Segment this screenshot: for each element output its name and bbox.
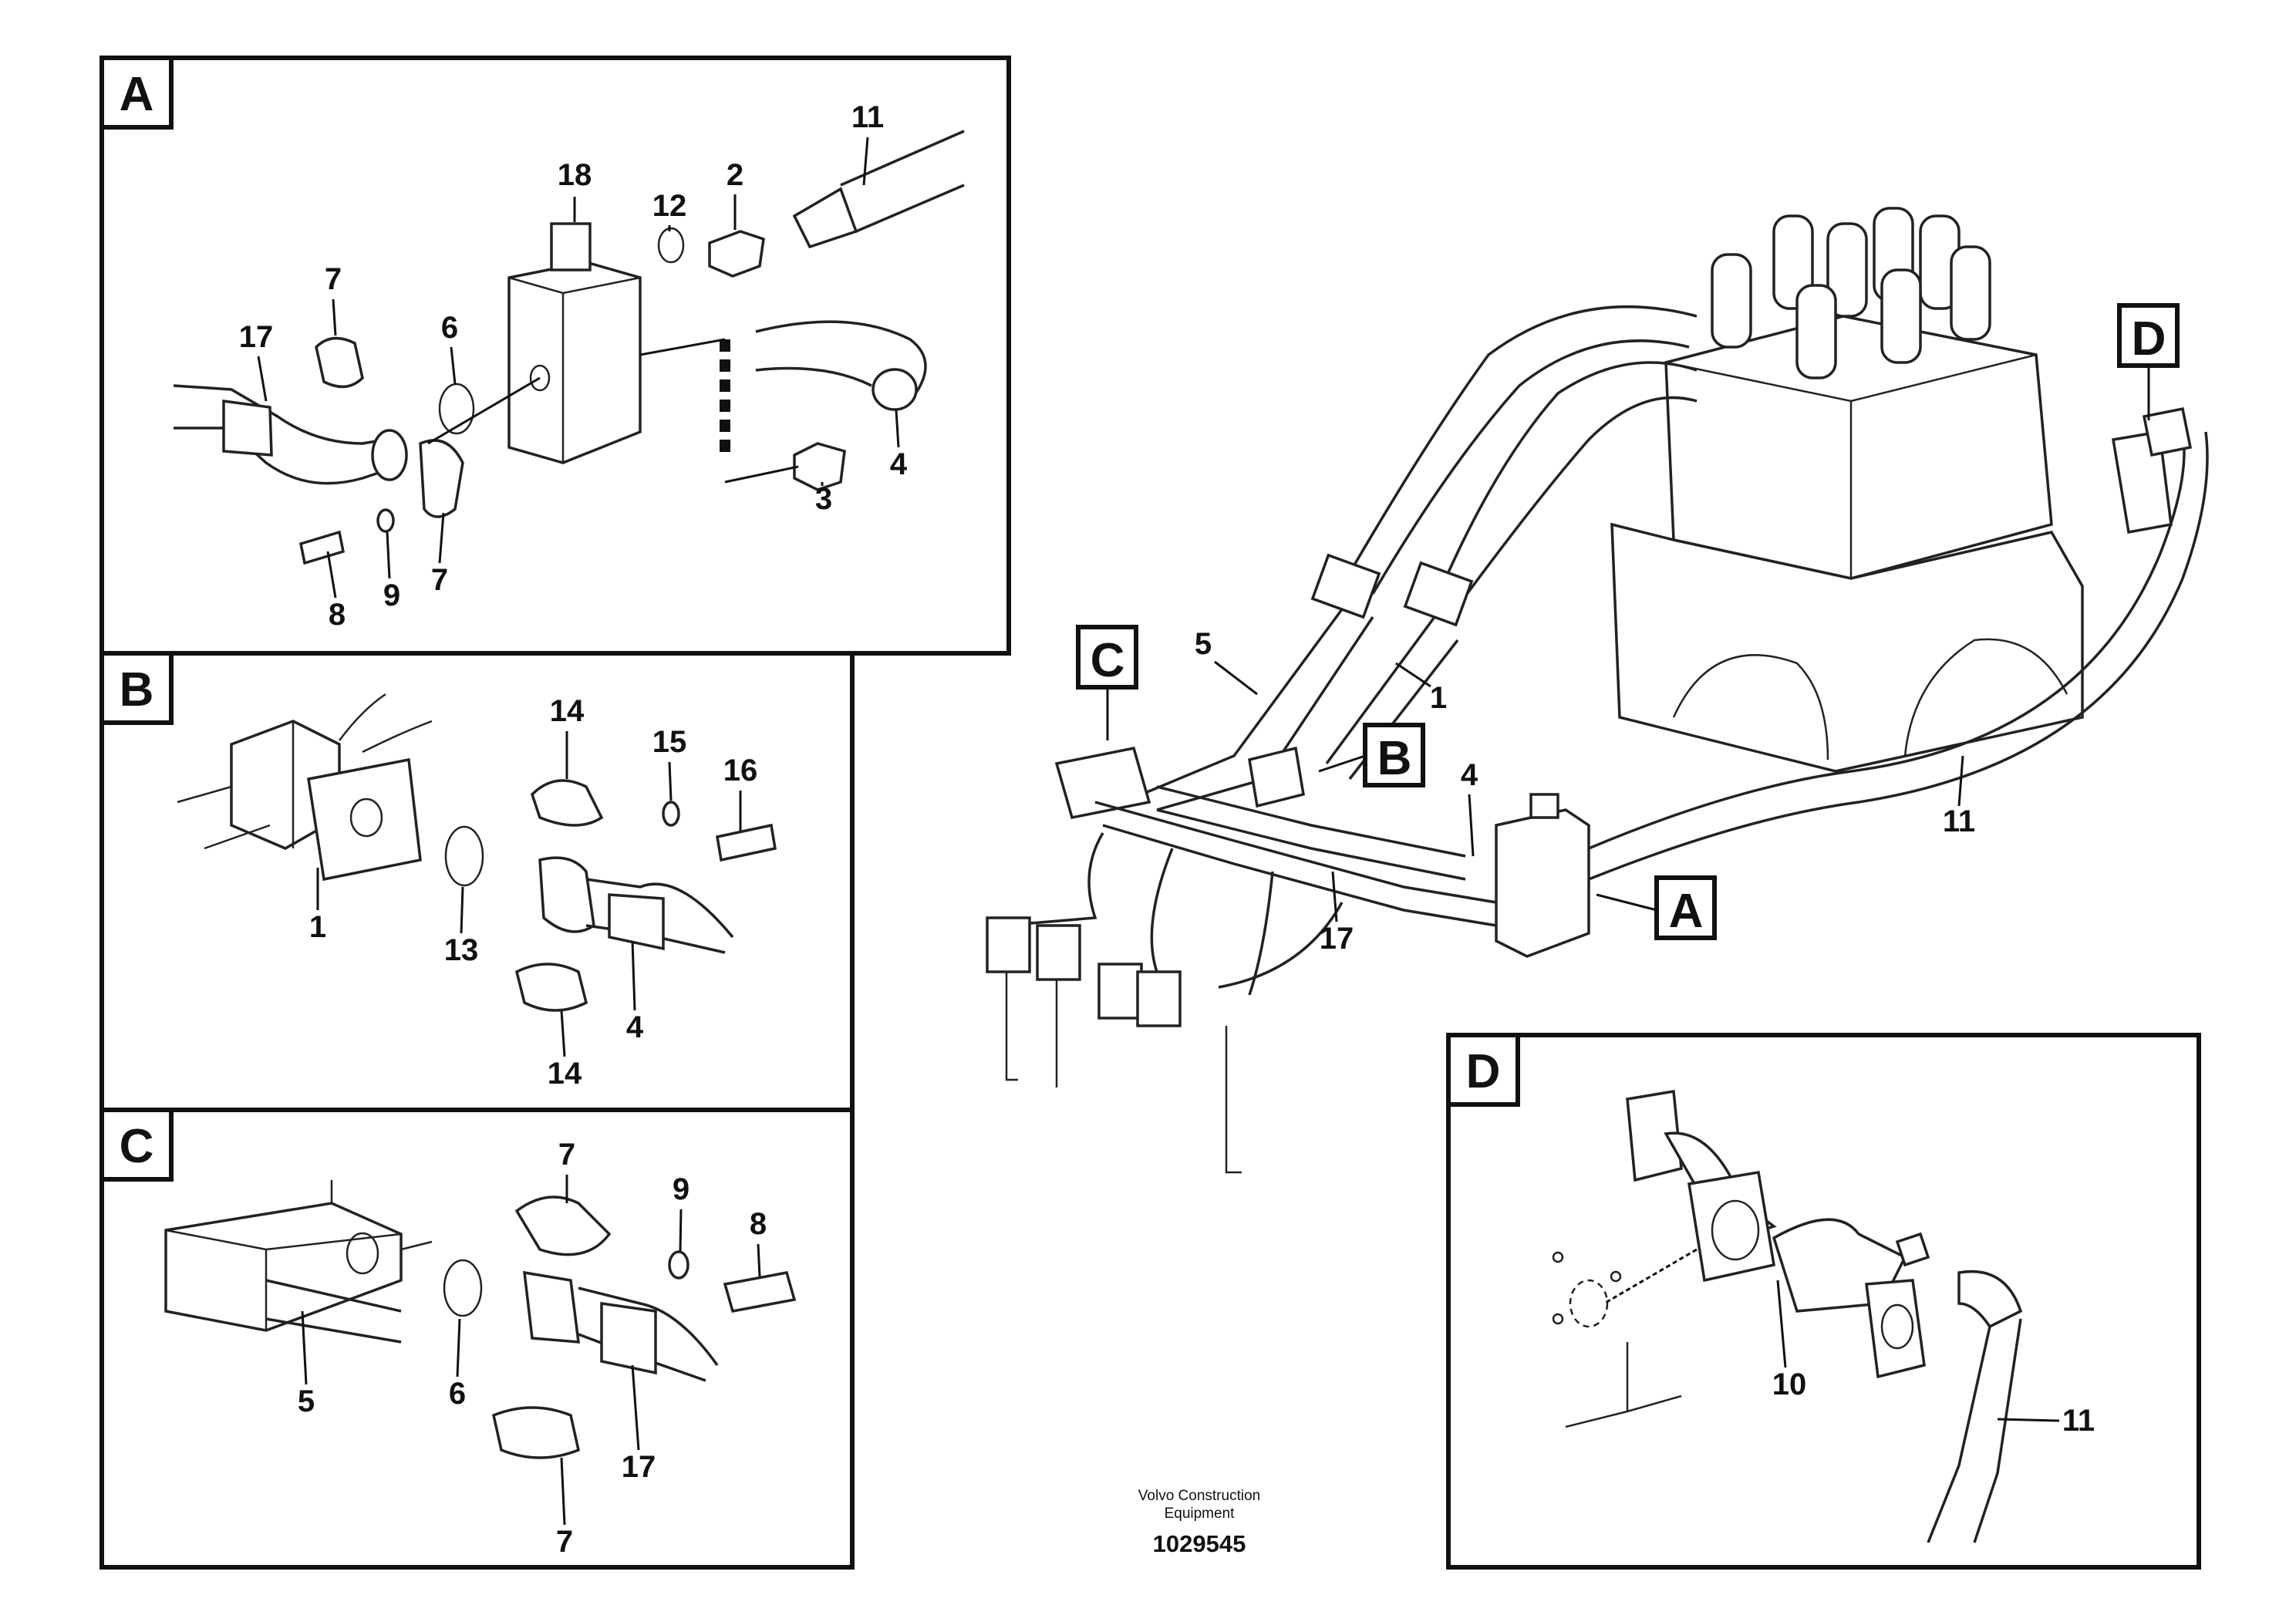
svg-text:A: A xyxy=(1669,885,1704,938)
callout-d-10: 10 xyxy=(1772,1367,1807,1401)
svg-text:B: B xyxy=(1377,732,1412,785)
callout-b-4: 4 xyxy=(626,1010,644,1044)
callout-main-17: 17 xyxy=(1320,922,1354,956)
frame-b-letter: B xyxy=(120,663,154,717)
main-tag-a: A xyxy=(1596,875,1717,940)
callout-a-17: 17 xyxy=(239,320,274,354)
drawing-number: 1029545 xyxy=(1153,1530,1246,1557)
brand-line-2: Equipment xyxy=(1165,1506,1236,1522)
callout-c-8: 8 xyxy=(750,1207,767,1241)
callout-a-3: 3 xyxy=(815,482,832,516)
detail-frame-a: A xyxy=(99,56,1011,656)
callout-a-7-top: 7 xyxy=(325,262,342,296)
callout-a-4: 4 xyxy=(890,447,908,481)
callout-b-14-bottom: 14 xyxy=(548,1057,582,1091)
callout-b-1: 1 xyxy=(309,910,326,944)
callout-b-15: 15 xyxy=(652,725,687,759)
callout-c-7-top: 7 xyxy=(558,1138,575,1172)
callout-main-11: 11 xyxy=(1943,804,1975,838)
detail-frame-c: C xyxy=(99,1108,855,1570)
callout-c-9: 9 xyxy=(673,1172,689,1206)
svg-text:C: C xyxy=(1091,634,1125,687)
callout-a-6: 6 xyxy=(441,311,458,345)
frame-d-letter: D xyxy=(1466,1045,1501,1098)
callout-a-18: 18 xyxy=(558,158,592,192)
main-assembly xyxy=(986,207,2209,1174)
callout-d-11: 11 xyxy=(2062,1404,2095,1438)
callout-b-13: 13 xyxy=(444,933,479,967)
detail-frame-b: B xyxy=(99,651,855,1112)
main-tag-c: C xyxy=(1076,625,1138,740)
callout-c-7-bottom: 7 xyxy=(556,1525,573,1559)
callout-b-14-top: 14 xyxy=(550,694,585,728)
callout-a-2: 2 xyxy=(727,158,743,192)
callout-c-6: 6 xyxy=(449,1377,466,1411)
svg-text:D: D xyxy=(2132,312,2166,366)
frame-a-letter: A xyxy=(120,68,154,121)
callout-a-12: 12 xyxy=(652,189,687,223)
detail-frame-d: D xyxy=(1446,1033,2201,1570)
callout-a-8: 8 xyxy=(329,598,346,632)
callout-a-11: 11 xyxy=(851,100,884,134)
solenoid-stack xyxy=(1711,207,1991,379)
footer-brand: Volvo Construction Equipment 1029545 xyxy=(1138,1488,1260,1557)
callout-c-17: 17 xyxy=(622,1450,656,1484)
callout-main-1: 1 xyxy=(1430,681,1447,715)
frame-c-letter: C xyxy=(120,1120,154,1173)
callout-b-16: 16 xyxy=(723,754,758,787)
callout-main-4: 4 xyxy=(1461,758,1478,792)
brand-line-1: Volvo Construction xyxy=(1138,1488,1260,1504)
main-tag-b: B xyxy=(1318,723,1425,787)
callout-labels: 18 12 2 11 7 17 6 3 4 8 9 7 14 15 16 1 1… xyxy=(239,100,2095,1559)
callout-a-7-bottom: 7 xyxy=(431,563,448,597)
callout-main-5: 5 xyxy=(1195,627,1212,661)
callout-c-5: 5 xyxy=(298,1384,315,1418)
callout-a-9: 9 xyxy=(383,578,400,612)
main-tag-d: D xyxy=(2117,303,2180,420)
